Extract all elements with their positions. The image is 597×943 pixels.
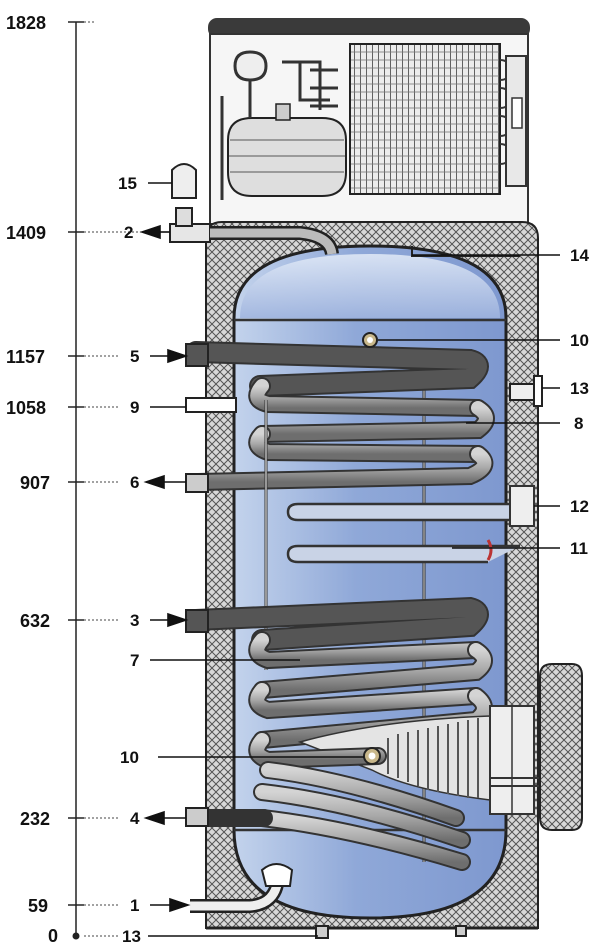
- callout-5: 5: [130, 347, 139, 366]
- refrigerant-pipes: [220, 50, 338, 200]
- height-907: 907: [20, 473, 50, 493]
- callout-14: 14: [570, 246, 589, 265]
- height-232: 232: [20, 809, 50, 829]
- callout-15: 15: [118, 174, 137, 193]
- scale-leaders: [84, 21, 168, 937]
- scale-ticks: [68, 21, 84, 906]
- right-leaders: [378, 254, 560, 549]
- callout-2: 2: [124, 223, 133, 242]
- height-632: 632: [20, 611, 50, 631]
- callout-7: 7: [130, 651, 139, 670]
- connections: [169, 163, 543, 939]
- height-0: 0: [48, 926, 58, 943]
- callout-13-bottom: 13: [122, 927, 141, 943]
- callout-10-bottom: 10: [120, 748, 139, 767]
- callout-10-top: 10: [570, 331, 589, 350]
- callout-12: 12: [570, 497, 589, 516]
- callout-11: 11: [570, 539, 588, 558]
- bottom-coil-turns: [189, 731, 471, 871]
- height-scale: 1828 1409 1157 1058 907 632 232 59 0: [6, 13, 168, 943]
- evaporator-coil: [349, 43, 501, 195]
- height-1409: 1409: [6, 223, 46, 243]
- condenser-coil: [297, 705, 540, 815]
- electric-heater-element: [286, 485, 535, 564]
- callout-6: 6: [130, 473, 139, 492]
- upper-coil: [185, 341, 495, 491]
- callout-9: 9: [130, 398, 139, 417]
- scale-origin-dot: [72, 932, 80, 940]
- left-leaders: [139, 182, 364, 937]
- heat-pump-unit: [208, 18, 530, 225]
- height-1157: 1157: [6, 347, 45, 367]
- compressor: [227, 103, 347, 197]
- upper-coil-turns: [189, 377, 495, 491]
- callout-labels: 15 2 5 9 6 3 7 10 4 1 13 14 10 13 8 12 1…: [118, 174, 589, 943]
- height-59: 59: [28, 896, 48, 916]
- callout-3: 3: [130, 611, 139, 630]
- height-1058: 1058: [6, 398, 46, 418]
- callout-1: 1: [130, 896, 139, 915]
- callout-4: 4: [130, 809, 140, 828]
- callout-13-right: 13: [570, 379, 589, 398]
- callout-8: 8: [574, 414, 583, 433]
- heater-flange: [509, 485, 535, 527]
- height-1828: 1828: [6, 13, 46, 33]
- control-box: [539, 663, 583, 831]
